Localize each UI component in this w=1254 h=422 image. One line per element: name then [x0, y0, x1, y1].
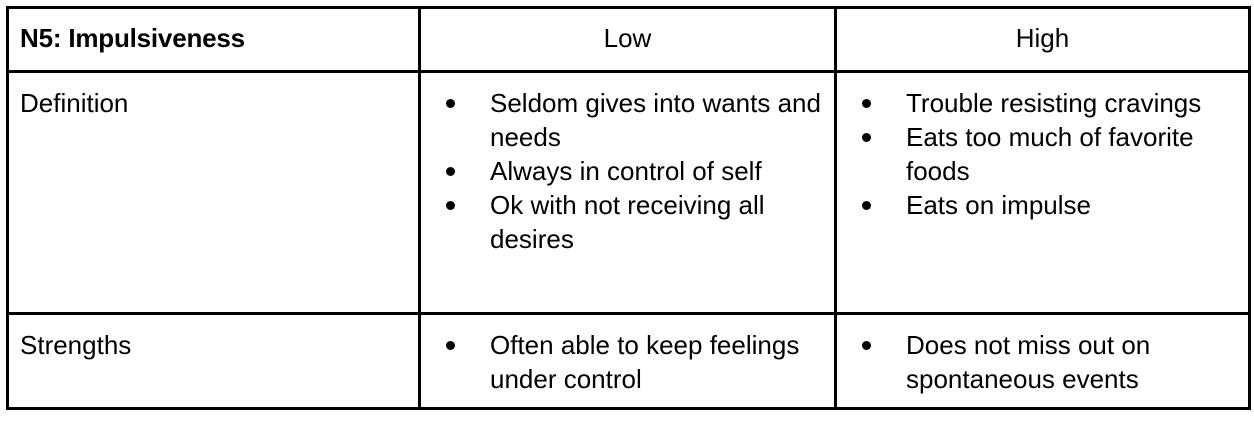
strengths-low-list-wrap: Often able to keep feelings under contro…	[421, 315, 834, 406]
list-item: Trouble resisting cravings	[849, 86, 1236, 120]
strengths-high-list-wrap: Does not miss out on spontaneous events	[837, 315, 1248, 406]
header-cell-high: High	[834, 6, 1251, 73]
table-row: Strengths Often able to keep feelings un…	[6, 312, 1251, 410]
list-item: Seldom gives into wants and needs	[433, 86, 822, 154]
list-item: Often able to keep feelings under contro…	[433, 328, 822, 396]
list-item: Does not miss out on spontaneous events	[849, 328, 1236, 396]
column-header-low: Low	[603, 23, 652, 53]
cell-definition-low: Seldom gives into wants and needs Always…	[418, 70, 837, 315]
cell-strengths-low: Often able to keep feelings under contro…	[418, 312, 837, 410]
bullet-list: Seldom gives into wants and needs Always…	[433, 86, 822, 256]
bullet-list: Trouble resisting cravings Eats too much…	[849, 86, 1236, 222]
list-item: Eats too much of favorite foods	[849, 120, 1236, 188]
cell-strengths-high: Does not miss out on spontaneous events	[834, 312, 1251, 410]
row-label-definition: Definition	[20, 88, 129, 118]
definition-low-list-wrap: Seldom gives into wants and needs Always…	[421, 73, 834, 266]
list-item: Eats on impulse	[849, 188, 1236, 222]
list-item: Always in control of self	[433, 154, 822, 188]
header-cell-trait: N5: Impulsiveness	[6, 6, 421, 73]
header-cell-low: Low	[418, 6, 837, 73]
bullet-list: Does not miss out on spontaneous events	[849, 328, 1236, 396]
table-header-row: N5: Impulsiveness Low High	[6, 6, 1251, 73]
row-label-strengths: Strengths	[20, 330, 132, 360]
list-item: Ok with not receiving all desires	[433, 188, 822, 256]
row-label-cell-definition: Definition	[6, 70, 421, 315]
cell-definition-high: Trouble resisting cravings Eats too much…	[834, 70, 1251, 315]
definition-high-list-wrap: Trouble resisting cravings Eats too much…	[837, 73, 1248, 232]
trait-title: N5: Impulsiveness	[20, 23, 245, 53]
trait-comparison-table: N5: Impulsiveness Low High Definition	[6, 6, 1251, 410]
column-header-high: High	[1015, 23, 1070, 53]
table-row: Definition Seldom gives into wants and n…	[6, 70, 1251, 315]
row-label-cell-strengths: Strengths	[6, 312, 421, 410]
bullet-list: Often able to keep feelings under contro…	[433, 328, 822, 396]
